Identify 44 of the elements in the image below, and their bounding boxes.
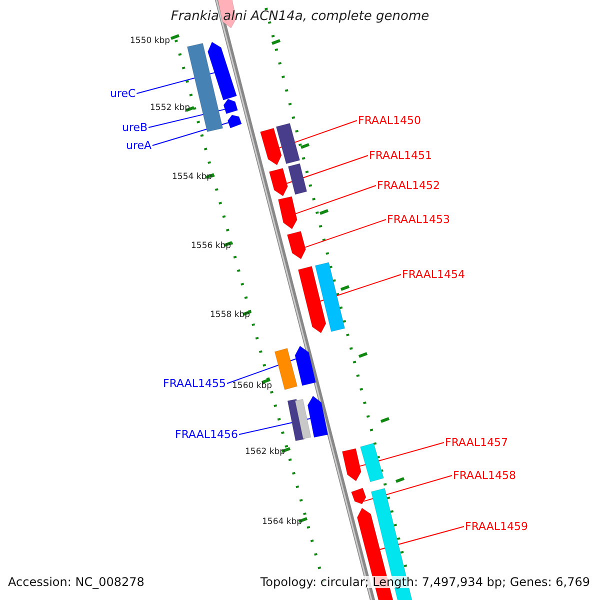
gene-feature	[351, 488, 366, 504]
leader-line	[286, 155, 368, 184]
gene-label: FRAAL1456	[175, 429, 238, 440]
scale-label: 1556 kbp	[191, 242, 232, 250]
scale-label: 1552 kbp	[150, 104, 190, 112]
gene-feature	[294, 346, 316, 386]
gene-block	[360, 442, 384, 482]
gene-label: ureA	[126, 140, 152, 151]
gene-label: FRAAL1452	[377, 180, 440, 191]
accession-text: Accession: NC_008278	[8, 576, 144, 588]
gene-label: ureB	[122, 122, 148, 133]
gene-feature	[260, 128, 282, 166]
scale-label: 1562 kbp	[245, 448, 286, 456]
gene-label: FRAAL1459	[465, 521, 528, 532]
gene-block	[274, 348, 298, 390]
scale-label: 1560 kbp	[232, 382, 272, 390]
gene-feature	[286, 230, 306, 260]
scale-label: 1550 kbp	[130, 37, 170, 46]
gene-feature	[298, 266, 326, 334]
gene-feature	[307, 396, 328, 438]
gene-feature	[342, 448, 362, 482]
leader-line	[295, 185, 376, 214]
gene-block	[294, 398, 312, 440]
gene-label: FRAAL1450	[358, 115, 422, 126]
gene-feature	[268, 168, 288, 196]
scale-label: 1558 kbp	[210, 311, 250, 320]
genome-info-text: Topology: circular; Length: 7,497,934 bp; Genes: 6,769	[260, 576, 590, 588]
gene-label: FRAAL1453	[387, 214, 450, 225]
gene-feature	[278, 196, 298, 230]
gene-label: FRAAL1455	[163, 378, 226, 389]
gene-block	[288, 163, 308, 195]
gene-label: FRAAL1451	[369, 150, 432, 161]
gene-label: ureC	[110, 88, 136, 99]
gene-feature	[227, 114, 242, 128]
leader-line	[304, 219, 386, 248]
gene-block	[314, 262, 346, 332]
scale-label: 1564 kbp	[262, 518, 302, 526]
scale-label: 1554 kbp	[172, 173, 212, 182]
gene-label: FRAAL1457	[445, 437, 508, 448]
gene-block	[276, 122, 300, 164]
gene-feature	[208, 42, 237, 100]
gene-label: FRAAL1458	[453, 470, 516, 481]
gene-label: FRAAL1454	[402, 269, 466, 280]
title: Frankia alni ACN14a, complete genome	[170, 10, 430, 23]
